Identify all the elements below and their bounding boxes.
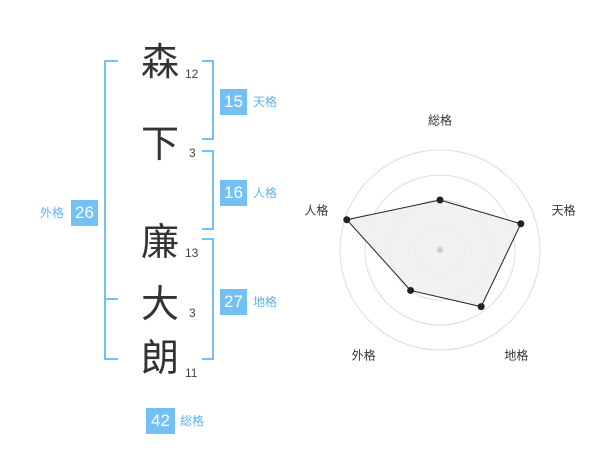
stroke-count-3: 13 [185, 246, 199, 260]
radar-chart [339, 149, 541, 351]
jinkaku-label: 人格 [253, 186, 278, 200]
stroke-count-2: 3 [189, 146, 196, 160]
given-char-1: 廉 [140, 220, 179, 264]
radar-axis-label: 総格 [427, 113, 453, 128]
radar-axis-label: 天格 [551, 203, 576, 218]
radar-ring [339, 149, 541, 351]
radar-point [407, 286, 415, 294]
soukaku-label: 総格 [180, 414, 205, 428]
surname-char-2: 下 [140, 122, 179, 166]
given-char-3: 朗 [140, 336, 179, 380]
radar-axis-label: 外格 [351, 348, 376, 363]
given-char-2: 大 [140, 282, 179, 326]
radar-point [436, 196, 444, 204]
radar-polygon [345, 199, 522, 308]
chikaku-badge: 27 [220, 289, 247, 315]
radar-point [517, 220, 525, 228]
tenkaku-label: 天格 [253, 95, 278, 109]
soukaku-badge: 42 [146, 408, 175, 434]
stroke-count-5: 11 [185, 366, 198, 380]
chikaku-label: 地格 [253, 295, 278, 309]
stroke-count-4: 3 [189, 306, 196, 320]
radar-point [477, 303, 485, 311]
stroke-count-1: 12 [185, 67, 199, 81]
radar-point [343, 216, 351, 224]
gaikaku-label: 外格 [40, 206, 65, 220]
tenkaku-badge: 15 [220, 89, 247, 115]
radar-ring [364, 174, 516, 326]
jinkaku-badge: 16 [220, 180, 247, 206]
surname-char-1: 森 [140, 40, 179, 84]
gaikaku-badge: 26 [71, 200, 98, 226]
radar-center-dot [437, 247, 443, 253]
radar-axis-label: 地格 [504, 348, 529, 363]
radar-axis-label: 人格 [304, 203, 329, 218]
